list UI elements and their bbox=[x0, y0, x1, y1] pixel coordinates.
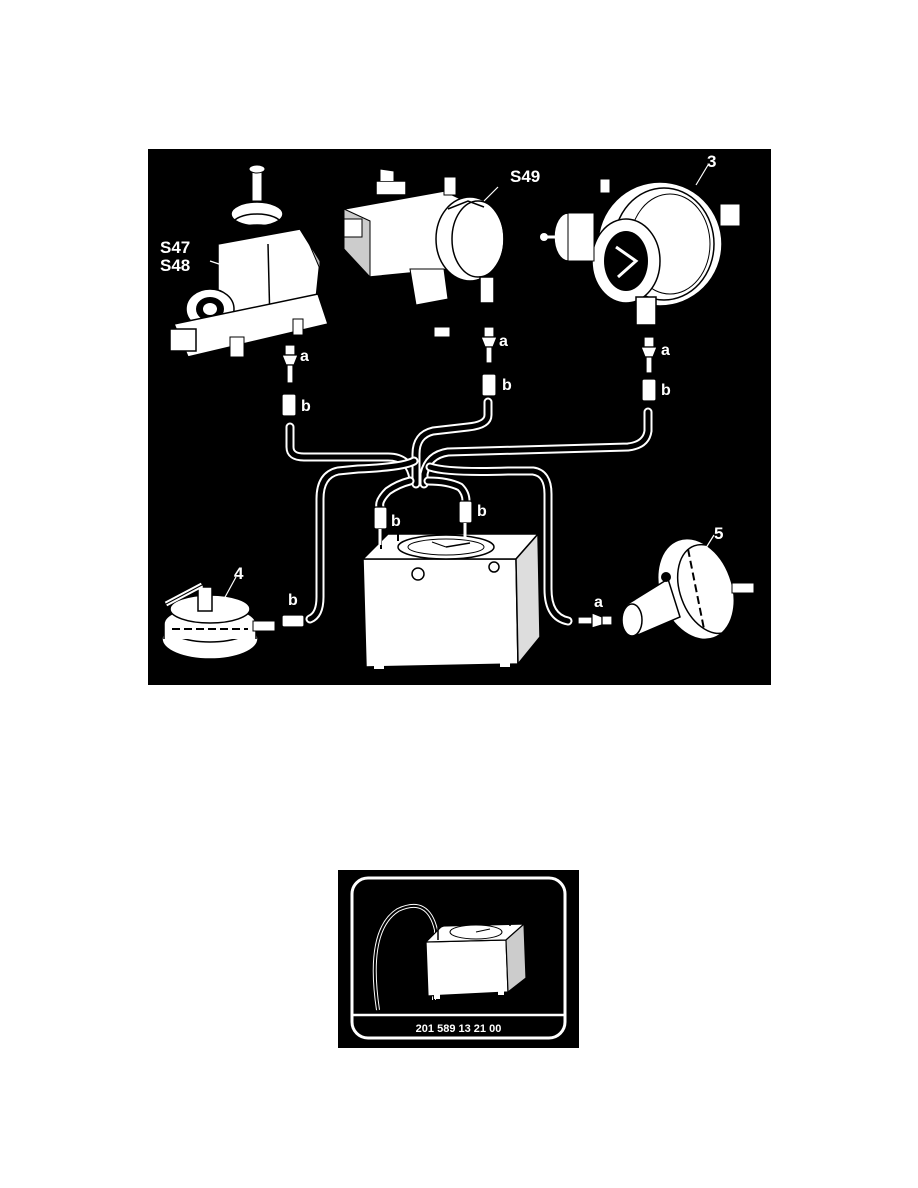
callout-5: 5 bbox=[714, 524, 723, 543]
callout-a: a bbox=[594, 594, 603, 611]
switchover-valve-s49 bbox=[343, 168, 505, 340]
hose-connector-b bbox=[458, 500, 473, 524]
callout-a: a bbox=[661, 342, 670, 359]
callout-b: b bbox=[391, 513, 401, 530]
callout-3: 3 bbox=[707, 152, 716, 171]
nipple-a-center bbox=[480, 326, 498, 364]
nipple-a-right bbox=[640, 336, 658, 374]
callout-a: a bbox=[300, 348, 309, 365]
vacuum-element-3 bbox=[540, 164, 741, 326]
callout-b: b bbox=[502, 377, 512, 394]
vacuum-tester bbox=[361, 507, 541, 669]
callout-4: 4 bbox=[234, 564, 244, 583]
hose-connector-b bbox=[281, 614, 305, 628]
tool-canvas: 201 589 13 21 00 bbox=[350, 876, 567, 1040]
callout-s49: S49 bbox=[510, 167, 540, 186]
callout-b: b bbox=[288, 592, 298, 609]
callout-b: b bbox=[477, 503, 487, 520]
vacuum-tester-icon bbox=[424, 913, 527, 999]
callout-s47: S47 bbox=[160, 238, 190, 257]
diagram-canvas: S47 S48 a b S49 a b bbox=[160, 152, 755, 669]
vacuum-element-5 bbox=[621, 534, 755, 641]
callout-b: b bbox=[661, 382, 671, 399]
hose-connector-b bbox=[373, 506, 388, 530]
hose-connector-b bbox=[481, 373, 497, 397]
hose-connector-b bbox=[281, 393, 297, 417]
hose-connector-b bbox=[641, 378, 657, 402]
callout-a: a bbox=[499, 333, 508, 350]
vacuum-element-4 bbox=[161, 576, 276, 660]
tool-part-number: 201 589 13 21 00 bbox=[416, 1023, 502, 1035]
special-tool-figure: 201 589 13 21 00 bbox=[338, 870, 579, 1048]
nipple-a-bottom bbox=[577, 612, 613, 629]
callout-s48: S48 bbox=[160, 256, 190, 275]
callout-b: b bbox=[301, 398, 311, 415]
switchover-valve-s47-s48 bbox=[169, 164, 329, 358]
hose-network bbox=[285, 397, 653, 626]
nipple-a-left bbox=[281, 344, 299, 384]
vacuum-test-diagram: S47 S48 a b S49 a b bbox=[148, 149, 771, 685]
